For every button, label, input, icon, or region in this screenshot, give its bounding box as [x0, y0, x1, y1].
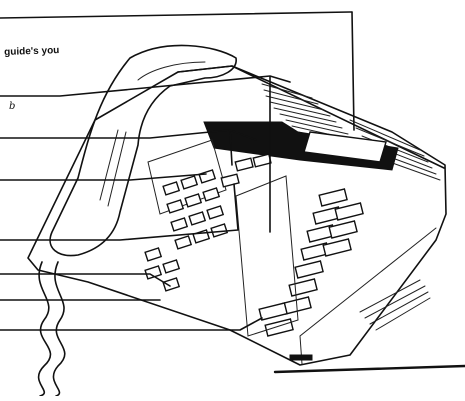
callout-6	[0, 274, 170, 300]
caption-text: guide's you	[4, 45, 60, 58]
keypad	[145, 170, 227, 291]
front-foot	[290, 355, 312, 360]
callout-2	[0, 76, 290, 232]
coiled-cord	[39, 262, 65, 396]
callout-1	[352, 12, 354, 130]
handset	[50, 45, 236, 255]
callout-4	[0, 174, 206, 180]
callout-mark: b	[9, 101, 15, 112]
front-speaker-slots	[360, 280, 430, 330]
display-panel	[204, 122, 398, 170]
top-border-line	[0, 12, 352, 18]
bottom-border-line	[275, 366, 465, 372]
